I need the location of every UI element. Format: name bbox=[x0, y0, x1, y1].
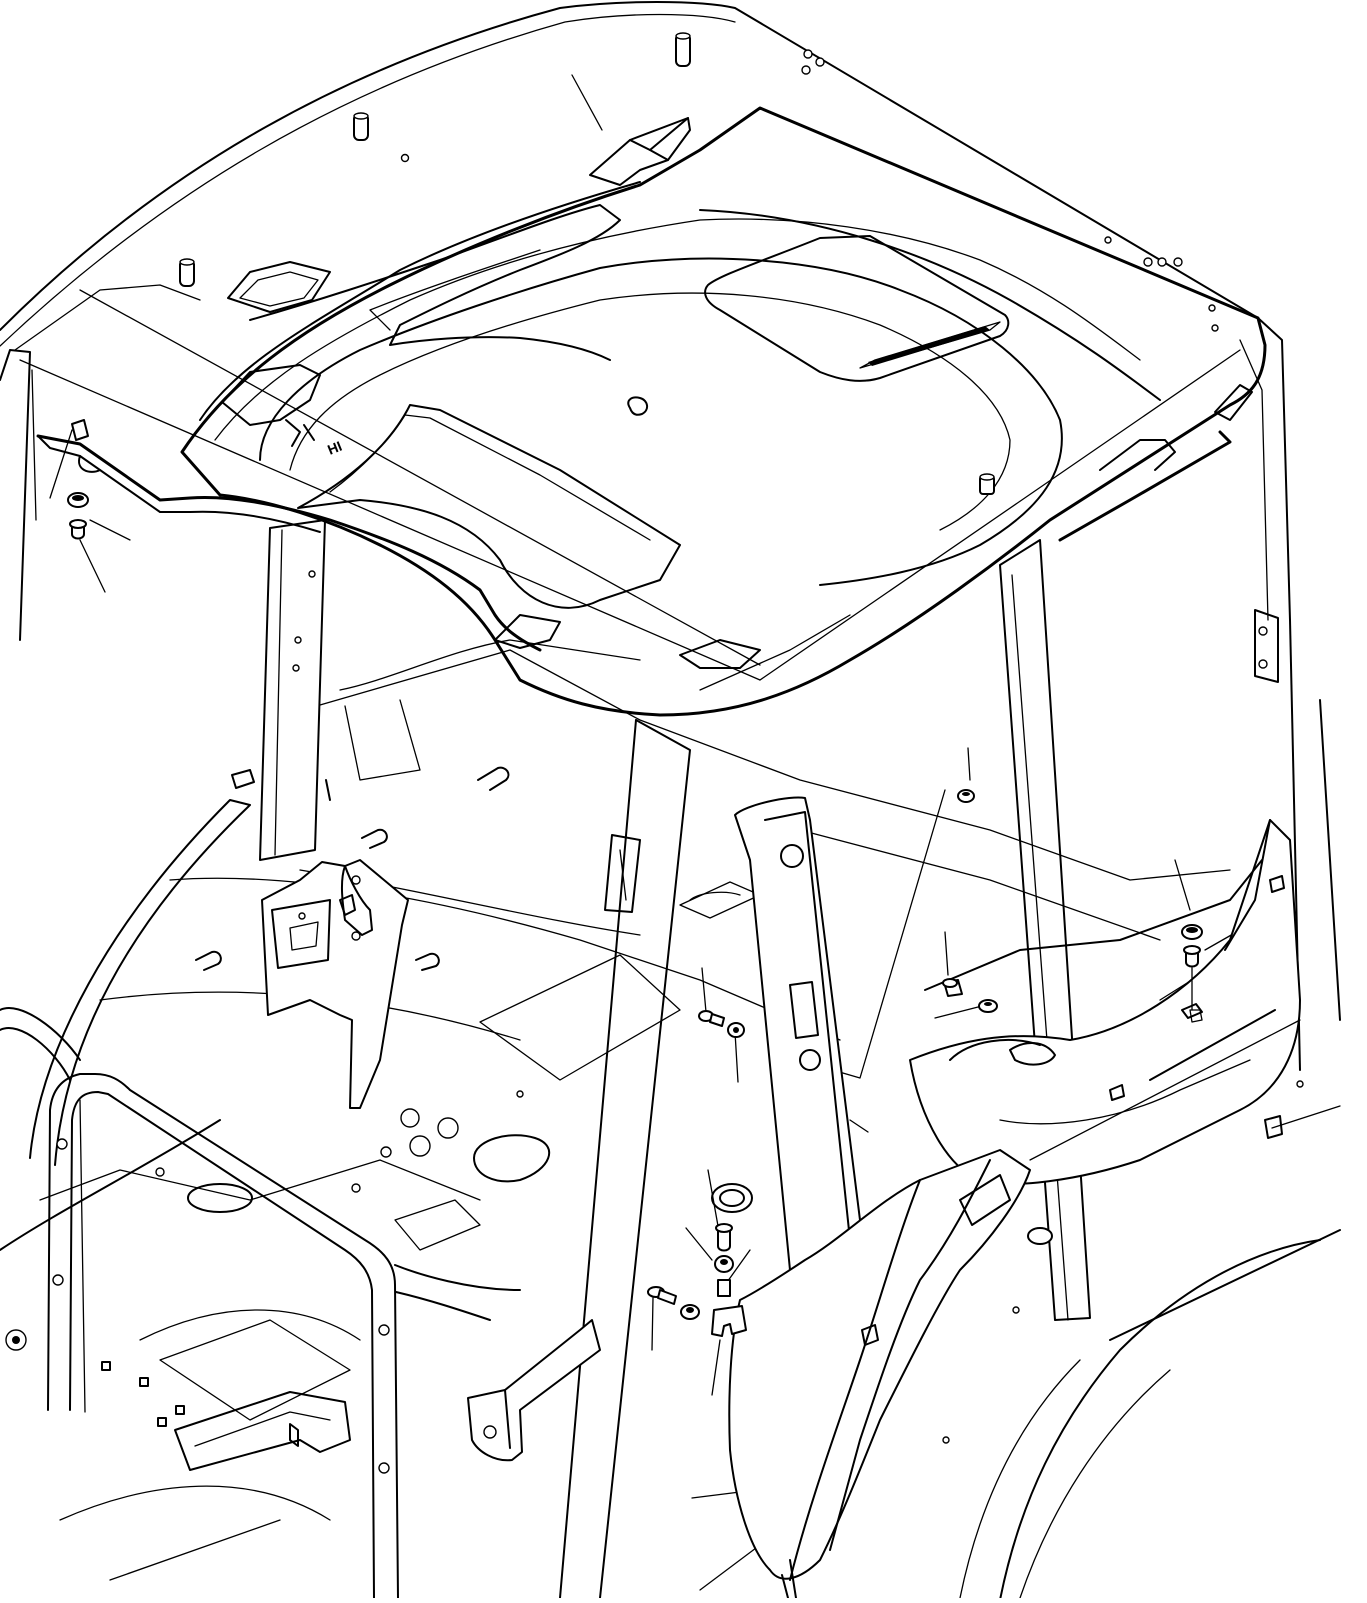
leader-line bbox=[89, 519, 131, 541]
leader-line bbox=[701, 967, 707, 1013]
leader-line bbox=[711, 1339, 721, 1396]
rear-corner-trim bbox=[734, 796, 861, 1301]
leader-line bbox=[967, 747, 971, 781]
right-roof-trim bbox=[1058, 384, 1253, 542]
leader-line bbox=[734, 1031, 739, 1083]
seat-base-plate bbox=[5, 1329, 351, 1471]
lower-pillar-cover bbox=[728, 1149, 1031, 1599]
leader-line bbox=[651, 1297, 654, 1351]
floor-clip bbox=[195, 766, 510, 971]
leader-line bbox=[849, 1119, 869, 1133]
right-lower-frame bbox=[942, 1080, 1341, 1601]
leader-line bbox=[79, 539, 106, 593]
screw-lower-left bbox=[647, 1286, 677, 1305]
console-bracket bbox=[231, 769, 409, 1109]
leader-line bbox=[944, 931, 949, 976]
leader-line bbox=[571, 74, 603, 131]
leader-line bbox=[699, 1544, 761, 1591]
screw-console bbox=[942, 978, 963, 997]
screw-left bbox=[69, 519, 87, 540]
front-upper-trim bbox=[36, 434, 542, 652]
left-front-pillar bbox=[259, 519, 326, 861]
leader-line bbox=[1271, 1105, 1341, 1129]
roof-stud bbox=[353, 112, 369, 141]
u-clip-lower bbox=[711, 1305, 747, 1337]
outer-roof-shell bbox=[0, 1, 1291, 641]
leader-line bbox=[934, 1005, 983, 1019]
washer-center bbox=[727, 1022, 745, 1038]
push-rivet-upper bbox=[957, 789, 975, 803]
floor-grommet bbox=[711, 1183, 753, 1213]
grab-handle bbox=[467, 1319, 601, 1462]
roof-stud bbox=[675, 32, 691, 67]
roof-stud bbox=[179, 258, 195, 287]
nut-lower bbox=[714, 1255, 734, 1273]
leader-line bbox=[685, 1227, 713, 1261]
screw-right bbox=[1183, 945, 1201, 968]
leader-line bbox=[49, 429, 73, 499]
cap-washer-right bbox=[1181, 924, 1203, 940]
roof-bracket bbox=[589, 117, 691, 186]
washer-console bbox=[978, 999, 998, 1013]
headliner-panel: HI bbox=[180, 106, 1267, 717]
front-window-rail bbox=[19, 289, 1241, 681]
center-pillar bbox=[559, 719, 691, 1599]
tab-clip-right bbox=[1181, 1003, 1203, 1019]
spacer-lower bbox=[717, 1279, 731, 1297]
hi-marking-text: HI bbox=[325, 438, 344, 458]
headliner-marking: HI bbox=[285, 419, 344, 458]
leader-line bbox=[1174, 859, 1191, 911]
hardware-clip-left bbox=[71, 419, 89, 441]
left-window-frame bbox=[0, 799, 251, 1251]
washer-left bbox=[67, 492, 89, 508]
leader-line bbox=[691, 1491, 741, 1499]
washer-lower-left bbox=[680, 1304, 700, 1320]
door-frame-handrail bbox=[47, 1073, 521, 1599]
screw-center bbox=[698, 1010, 725, 1027]
bolt-lower bbox=[715, 1223, 733, 1252]
leader-lines bbox=[49, 74, 1341, 1591]
